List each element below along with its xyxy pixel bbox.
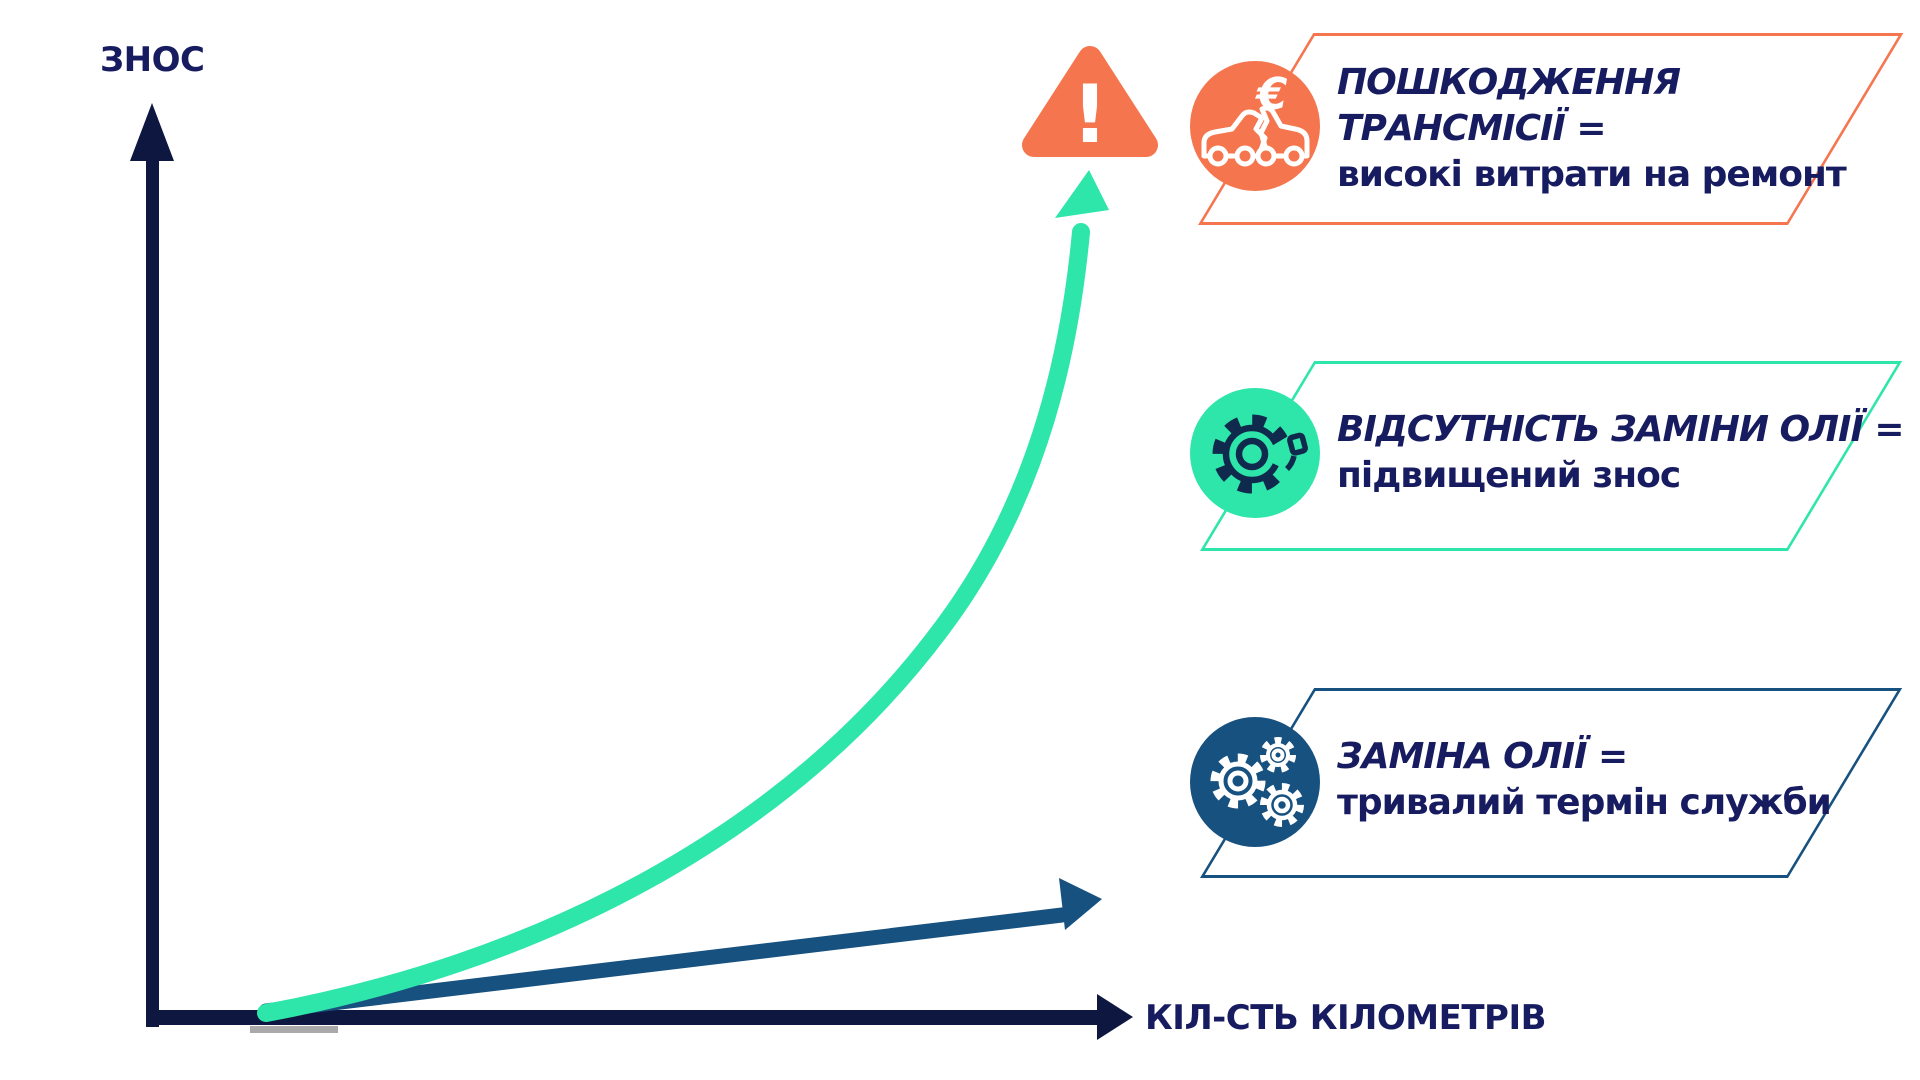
callout-text-transmission-damage: ПОШКОДЖЕННЯ ТРАНСМІСІЇ = високі витрати … (1337, 60, 1847, 198)
linear-wear-arrowhead-icon (1059, 878, 1102, 930)
broken-gear-icon (1190, 388, 1320, 518)
warning-triangle-icon (1022, 46, 1158, 157)
warning-exclamation: ! (1072, 68, 1108, 161)
exponential-wear-arrow-curve (257, 223, 1090, 1022)
callout-title-line: ТРАНСМІСІЇ = (1337, 108, 1606, 149)
exponential-wear-arrowhead-icon (1055, 170, 1109, 218)
callout-title-line: ЗАМІНА ОЛІЇ = (1337, 736, 1628, 777)
x-axis-label: КІЛ-СТЬ КІЛОМЕТРІВ (1145, 998, 1547, 1038)
callout-text-no-oil-change: ВІДСУТНІСТЬ ЗАМІНИ ОЛІЇ = підвищений зно… (1337, 407, 1905, 499)
x-axis-arrowhead-icon (1097, 994, 1133, 1040)
y-axis-label: ЗНОС (100, 40, 205, 80)
callout-title-line: ВІДСУТНІСТЬ ЗАМІНИ ОЛІЇ = (1337, 409, 1905, 450)
gears-icon (1190, 717, 1320, 847)
linear-wear-arrow-line (258, 907, 1070, 1019)
origin-gray-bar (250, 1026, 338, 1033)
euro-symbol: € (1255, 69, 1288, 120)
callout-subtitle: підвищений знос (1337, 455, 1681, 496)
y-axis-line (146, 150, 159, 1027)
callout-title-line: ПОШКОДЖЕННЯ (1337, 62, 1681, 103)
callout-text-oil-change: ЗАМІНА ОЛІЇ = тривалий термін служби (1337, 734, 1832, 826)
callout-subtitle: тривалий термін служби (1337, 782, 1832, 823)
car-crash-euro-icon: € (1190, 61, 1320, 191)
x-axis-line (146, 1010, 1098, 1025)
callout-subtitle: високі витрати на ремонт (1337, 154, 1847, 195)
y-axis-arrowhead-icon (130, 103, 174, 161)
